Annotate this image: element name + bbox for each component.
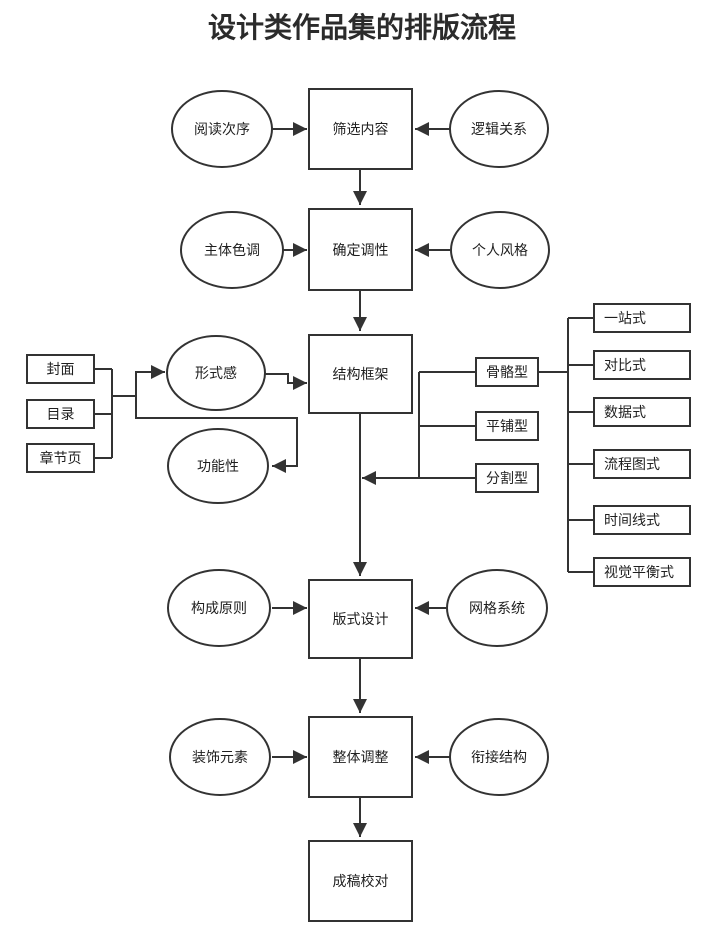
page-label: 目录 <box>47 407 75 423</box>
page-label: 封面 <box>47 362 75 378</box>
structure-label: 分割型 <box>486 470 528 487</box>
structure-skeleton: 骨骼型 <box>475 357 539 387</box>
main-step-label: 结构框架 <box>333 367 389 383</box>
main-step-final-proof: 成稿校对 <box>308 840 413 922</box>
main-step-overall-adjust: 整体调整 <box>308 716 413 798</box>
input-label: 功能性 <box>197 459 239 475</box>
input-label: 装饰元素 <box>192 750 248 766</box>
connectors <box>94 122 594 837</box>
style-data: 数据式 <box>593 397 691 427</box>
structure-label: 平铺型 <box>486 419 528 435</box>
input-formality: 形式感 <box>166 335 266 411</box>
main-step-structure-frame: 结构框架 <box>308 334 413 414</box>
input-label: 构成原则 <box>191 601 247 617</box>
style-label: 流程图式 <box>604 457 660 473</box>
page-chapter: 章节页 <box>26 443 95 473</box>
style-label: 数据式 <box>604 405 646 421</box>
input-label: 衔接结构 <box>471 749 527 766</box>
main-step-layout-design: 版式设计 <box>308 579 413 659</box>
style-comparison: 对比式 <box>593 350 691 380</box>
style-visual-balance: 视觉平衡式 <box>593 557 691 587</box>
structure-label: 骨骼型 <box>486 365 528 381</box>
input-label: 逻辑关系 <box>471 122 527 138</box>
main-step-filter-content: 筛选内容 <box>308 88 413 170</box>
diagram-title: 设计类作品集的排版流程 <box>208 11 516 44</box>
structure-split: 分割型 <box>475 463 539 493</box>
main-step-label: 整体调整 <box>333 750 389 766</box>
input-label: 主体色调 <box>204 242 260 259</box>
style-label: 对比式 <box>604 358 646 374</box>
main-step-label: 成稿校对 <box>333 873 389 890</box>
input-label: 网格系统 <box>469 601 525 617</box>
input-connection-structure: 衔接结构 <box>449 718 549 796</box>
page-contents: 目录 <box>26 399 95 429</box>
style-label: 一站式 <box>604 311 646 327</box>
input-decorative-elements: 装饰元素 <box>169 718 271 796</box>
input-personal-style: 个人风格 <box>450 211 550 289</box>
input-composition-principle: 构成原则 <box>167 569 271 647</box>
main-step-set-tone: 确定调性 <box>308 208 413 291</box>
input-logic-relation: 逻辑关系 <box>449 90 549 168</box>
input-main-color: 主体色调 <box>180 211 284 289</box>
input-label: 阅读次序 <box>194 121 250 138</box>
input-reading-order: 阅读次序 <box>171 90 273 168</box>
page-label: 章节页 <box>40 450 82 467</box>
input-grid-system: 网格系统 <box>446 569 548 647</box>
style-label: 视觉平衡式 <box>604 565 674 581</box>
main-step-label: 筛选内容 <box>333 121 389 138</box>
main-step-label: 确定调性 <box>333 243 389 259</box>
style-timeline: 时间线式 <box>593 505 691 535</box>
page-cover: 封面 <box>26 354 95 384</box>
input-label: 形式感 <box>195 365 237 382</box>
structure-tiled: 平铺型 <box>475 411 539 441</box>
style-flowchart: 流程图式 <box>593 449 691 479</box>
main-step-label: 版式设计 <box>333 612 389 628</box>
input-label: 个人风格 <box>472 243 528 259</box>
style-label: 时间线式 <box>604 513 660 529</box>
style-one-stop: 一站式 <box>593 303 691 333</box>
input-functionality: 功能性 <box>167 428 269 504</box>
